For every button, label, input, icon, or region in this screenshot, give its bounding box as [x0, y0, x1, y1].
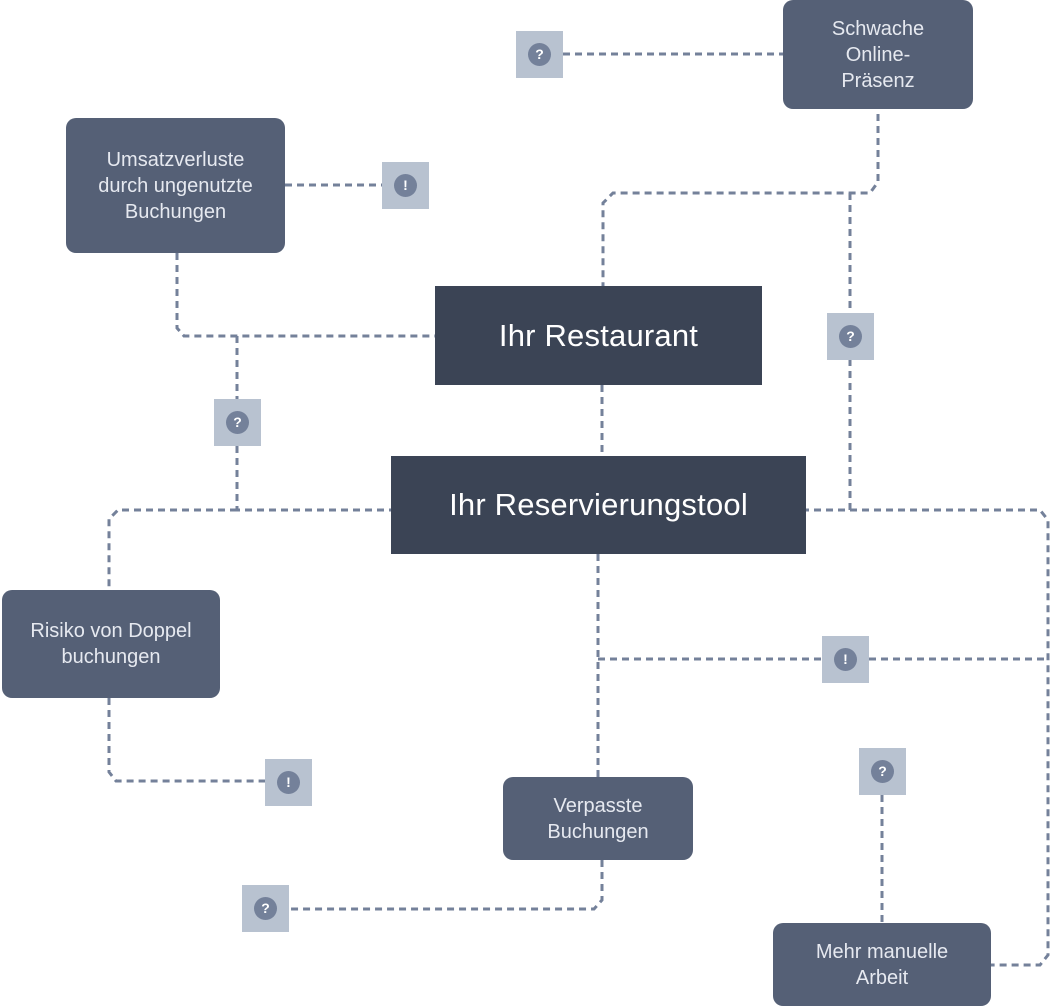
connector-right-loop — [850, 508, 1050, 967]
warning-marker-middle: ! — [822, 636, 869, 683]
connector-tool-double-booking — [107, 508, 237, 590]
question-icon: ? — [226, 411, 249, 434]
node-manual-work: Mehr manuelle Arbeit — [773, 923, 991, 1006]
question-icon: ? — [871, 760, 894, 783]
node-online-presence-label: Schwache Online-Präsenz — [831, 17, 925, 92]
connector-missed-question — [289, 860, 604, 911]
node-revenue-loss-label: Umsatzverluste durch ungenutzte Buchunge… — [98, 148, 253, 223]
connector-double-booking-warning — [107, 698, 265, 783]
node-restaurant: Ihr Restaurant — [435, 286, 762, 385]
warning-icon: ! — [834, 648, 857, 671]
question-marker-missed: ? — [242, 885, 289, 932]
node-reservation-tool-label: Ihr Reservierungstool — [449, 487, 748, 522]
warning-icon: ! — [277, 771, 300, 794]
connector-online-presence-restaurant — [601, 114, 880, 286]
node-manual-work-label: Mehr manuelle Arbeit — [815, 940, 949, 989]
node-online-presence: Schwache Online-Präsenz — [783, 0, 973, 109]
question-icon: ? — [254, 897, 277, 920]
question-marker-left: ? — [214, 399, 261, 446]
node-double-booking: Risiko von Doppelbuchungen — [2, 590, 220, 698]
node-missed-bookings: Verpasste Buchungen — [503, 777, 693, 860]
connector-revenue-restaurant — [175, 253, 435, 338]
node-double-booking-label: Risiko von Doppelbuchungen — [30, 620, 192, 668]
warning-marker-double-booking: ! — [265, 759, 312, 806]
question-icon: ? — [528, 43, 551, 66]
warning-icon: ! — [394, 174, 417, 197]
question-icon: ? — [839, 325, 862, 348]
node-reservation-tool: Ihr Reservierungstool — [391, 456, 806, 554]
node-restaurant-label: Ihr Restaurant — [498, 317, 699, 353]
node-missed-bookings-label: Verpasste Buchungen — [547, 794, 649, 843]
question-marker-right: ? — [827, 313, 874, 360]
question-marker-manual: ? — [859, 748, 906, 795]
warning-marker-revenue: ! — [382, 162, 429, 209]
node-revenue-loss: Umsatzverluste durch ungenutzte Buchunge… — [66, 118, 285, 253]
question-marker-top: ? — [516, 31, 563, 78]
